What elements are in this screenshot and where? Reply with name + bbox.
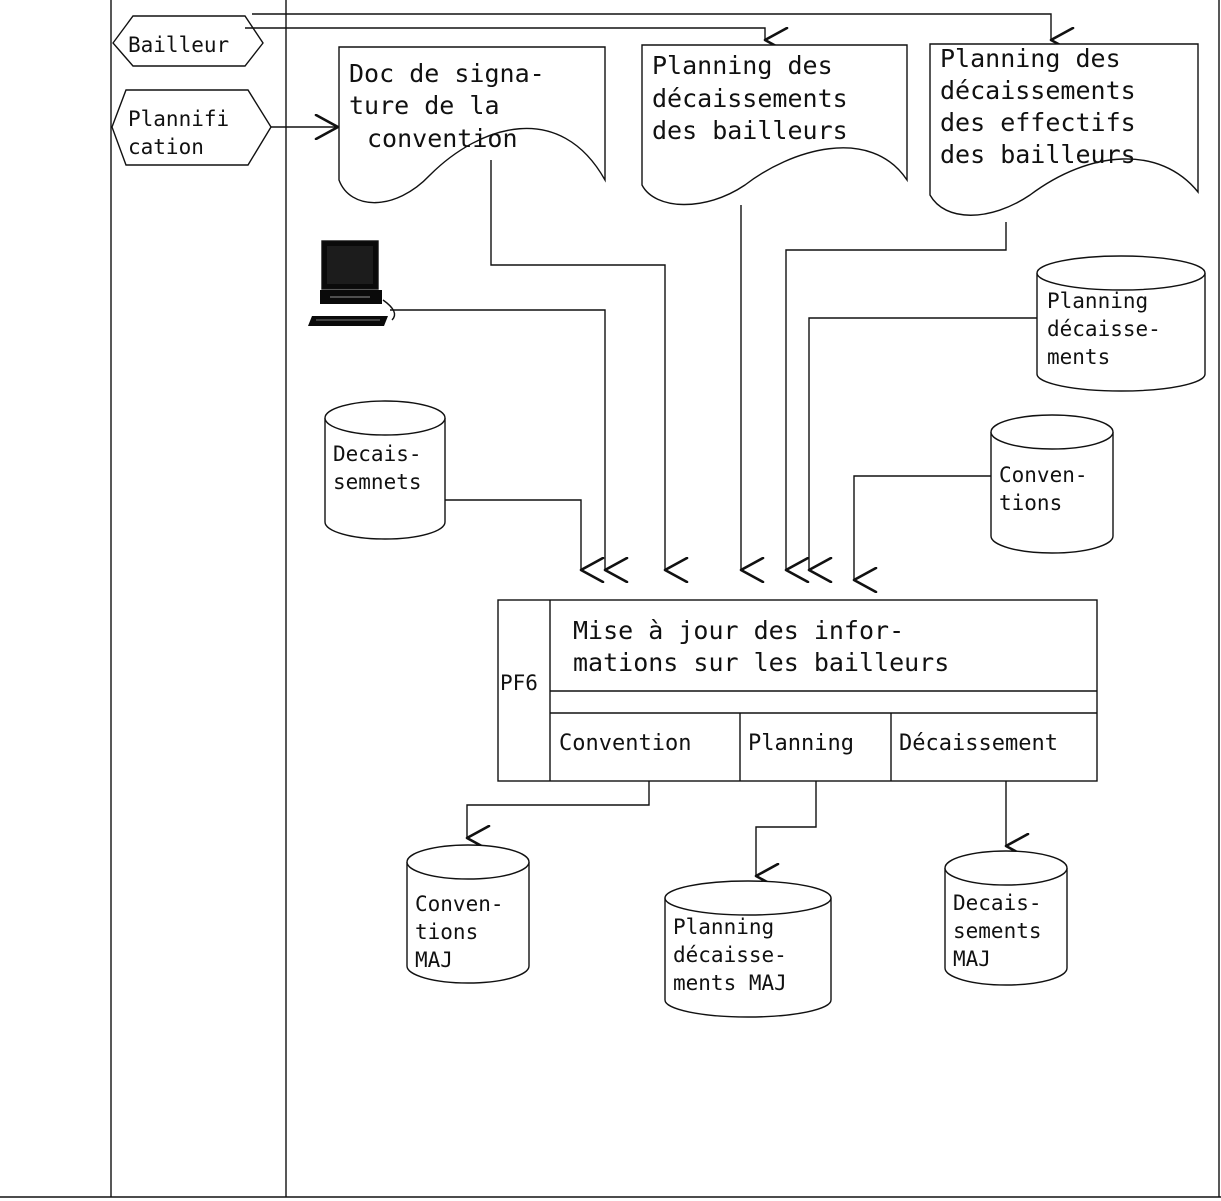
store-conventions-maj-line3: MAJ (415, 948, 453, 972)
document-planning-effectifs: Planning des décaissements des effectifs… (929, 43, 1199, 216)
store-conventions-maj-line2: tions (415, 920, 478, 944)
store-planning-maj-line2: décaisse- (673, 943, 787, 967)
process-sub-convention: Convention (559, 731, 691, 756)
store-conventions-line1: Conven- (999, 463, 1088, 487)
actor-bailleur-label: Bailleur (128, 33, 229, 57)
actor-planification-line1: Plannifi (128, 107, 229, 131)
process-title-line2: mations sur les bailleurs (573, 648, 949, 677)
planning-effectifs-line1: Planning des (940, 44, 1121, 73)
store-planning-line2: décaisse- (1047, 317, 1161, 341)
store-planning-maj-line3: ments MAJ (673, 971, 787, 995)
planning-decaissements-line2: décaissements (652, 84, 848, 113)
document-doc-signature: Doc de signa- ture de la convention (338, 46, 606, 204)
planning-effectifs-line3: des effectifs (940, 108, 1136, 137)
planning-effectifs-line4: des bailleurs (940, 140, 1136, 169)
planning-decaissements-line3: des bailleurs (652, 116, 848, 145)
doc-signature-line2: ture de la (349, 91, 500, 120)
store-decaissements-maj-line1: Decais- (953, 891, 1042, 915)
store-decaissements-line2: semnets (333, 470, 422, 494)
document-planning-decaissements: Planning des décaissements des bailleurs (641, 44, 908, 206)
store-decaissements-maj-line2: sements (953, 919, 1042, 943)
store-conventions: Conven- tions (990, 414, 1114, 554)
process-pf6: PF6 Mise à jour des infor- mations sur l… (497, 599, 1098, 782)
process-sub-planning: Planning (748, 731, 854, 756)
doc-signature-line3: convention (367, 124, 518, 153)
store-conventions-line2: tions (999, 491, 1062, 515)
store-conventions-maj-line1: Conven- (415, 892, 504, 916)
store-conventions-maj: Conven- tions MAJ (406, 844, 530, 984)
process-sub-decaissement: Décaissement (899, 731, 1058, 756)
planning-decaissements-line1: Planning des (652, 51, 833, 80)
planning-effectifs-line2: décaissements (940, 76, 1136, 105)
process-title-line1: Mise à jour des infor- (573, 616, 904, 645)
process-code: PF6 (500, 671, 538, 695)
actor-flows (245, 13, 1051, 127)
actor-planification: Plannifi cation (111, 89, 272, 166)
actor-bailleur: Bailleur (112, 15, 264, 67)
store-decaissements-line1: Decais- (333, 442, 422, 466)
store-decaissements-maj: Decais- sements MAJ (944, 850, 1068, 986)
doc-signature-line1: Doc de signa- (349, 59, 545, 88)
output-flows (467, 781, 1006, 876)
store-planning-line1: Planning (1047, 289, 1148, 313)
store-decaissements-maj-line3: MAJ (953, 947, 991, 971)
store-planning-maj: Planning décaisse- ments MAJ (664, 880, 832, 1018)
store-planning-decaissements: Planning décaisse- ments (1036, 255, 1206, 392)
store-planning-maj-line1: Planning (673, 915, 774, 939)
actor-planification-line2: cation (128, 135, 204, 159)
store-planning-line3: ments (1047, 345, 1110, 369)
store-decaissements: Decais- semnets (324, 400, 446, 540)
input-flows (390, 160, 1037, 580)
computer-terminal-icon (308, 240, 396, 326)
